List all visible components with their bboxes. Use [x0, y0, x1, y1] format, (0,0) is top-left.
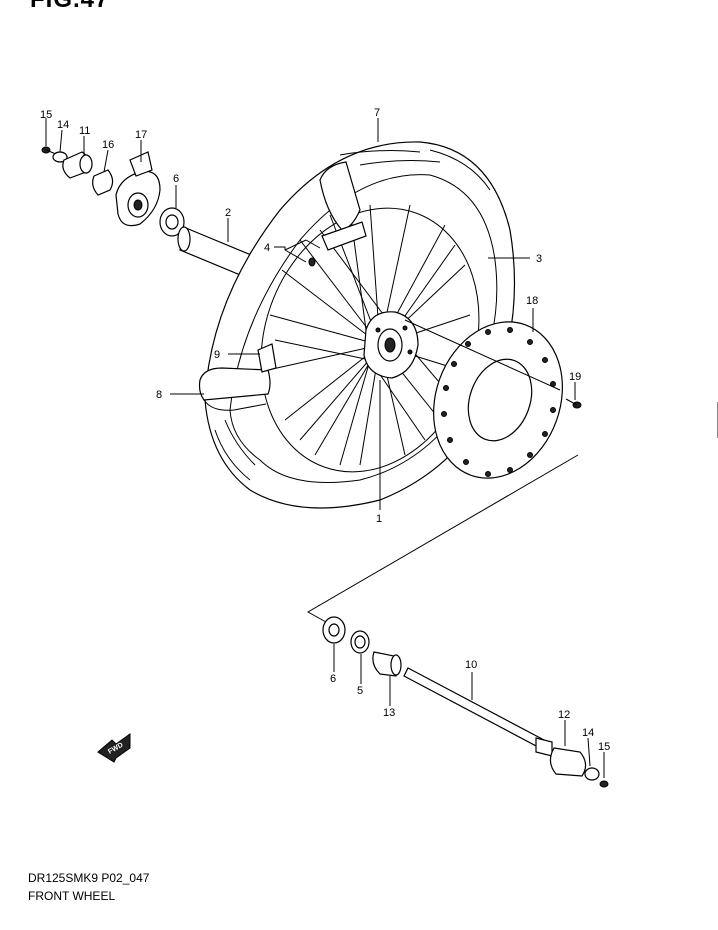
- callout-6-right: 6: [330, 673, 336, 685]
- part-13-collar: [372, 651, 402, 677]
- callout-12: 12: [558, 709, 570, 721]
- callout-17: 17: [135, 129, 147, 141]
- disc-holes: [441, 327, 556, 477]
- part-18-brake-disc: [433, 321, 563, 479]
- fwd-arrow-icon: FWD: [97, 733, 131, 763]
- callout-3: 3: [536, 253, 542, 265]
- callout-6-left: 6: [173, 173, 179, 185]
- callout-18: 18: [526, 295, 538, 307]
- callout-5: 5: [357, 685, 363, 697]
- part-8-tube: [198, 367, 271, 411]
- drawing-code: DR125SMK9 P02_047: [28, 871, 150, 885]
- part-10-axle: [403, 667, 553, 757]
- callout-8: 8: [156, 389, 162, 401]
- figure-title: FIG.47: [30, 0, 109, 14]
- callout-1: 1: [376, 513, 382, 525]
- callout-15-left: 15: [40, 109, 52, 121]
- callout-14-left: 14: [57, 119, 69, 131]
- part-14-cap-right: [584, 767, 600, 781]
- callout-16: 16: [102, 139, 114, 151]
- part-7-rim-band-top: [319, 161, 367, 251]
- part-11-spacer-left: [62, 151, 93, 179]
- part-6-bearing-right: [322, 616, 346, 644]
- part-12-axle-cap: [549, 747, 587, 777]
- part-16-washer: [92, 169, 114, 196]
- part-6-bearing-left: [159, 207, 185, 237]
- callout-4: 4: [264, 242, 270, 254]
- part-15-screw-left: [41, 146, 57, 155]
- callout-10: 10: [465, 659, 477, 671]
- callout-11: 11: [79, 125, 90, 137]
- figure-caption: FRONT WHEEL: [28, 889, 116, 903]
- callout-13: 13: [383, 707, 395, 719]
- callout-labels: 15 14 11 16 17 6 2 4 7 3 18 19 9 8 1 10 …: [40, 107, 610, 753]
- centerline-disc: [404, 319, 561, 391]
- part-1-hub: [363, 311, 419, 379]
- callout-7: 7: [374, 107, 380, 119]
- part-19-disc-bolt: [565, 398, 582, 409]
- part-9-rim-strip: [257, 343, 277, 373]
- part-4-valve: [284, 239, 321, 267]
- part-5-oil-seal: [350, 630, 370, 654]
- part-17-speedometer-gearbox: [115, 151, 161, 227]
- leader-lines: [45, 118, 605, 778]
- callout-9: 9: [214, 349, 220, 361]
- centerline-axle: [306, 454, 579, 623]
- part-15-screw-right: [599, 780, 609, 788]
- callout-19: 19: [569, 371, 581, 383]
- callout-15-right: 15: [598, 741, 610, 753]
- callout-14-right: 14: [582, 727, 594, 739]
- callout-2: 2: [225, 207, 231, 219]
